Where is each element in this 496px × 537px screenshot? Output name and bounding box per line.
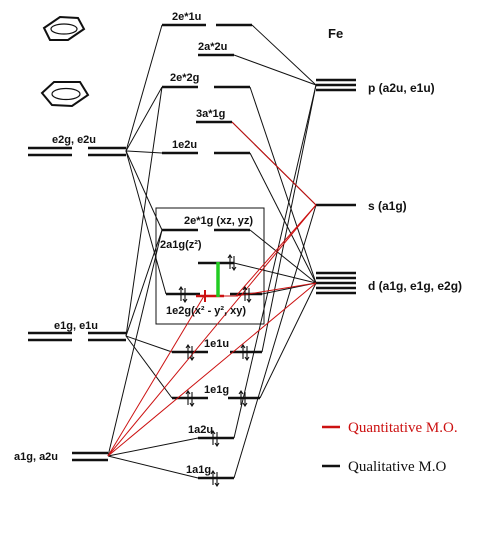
- cyclopentadienyl-ring-icon: [42, 15, 86, 41]
- frontier-orbital-box: [155, 207, 265, 325]
- mo-label-2a1g: 2a1g(z²): [160, 239, 202, 251]
- mo-label-1a2u: 1a2u: [188, 424, 213, 436]
- ligand-a-levels: [72, 451, 108, 462]
- mo-label-1e1g: 1e1g: [204, 384, 229, 396]
- ligand-a-label: a1g, a2u: [14, 451, 58, 463]
- fe-p-levels: [316, 78, 356, 92]
- mo-label-2e1u-star: 2e*1u: [172, 11, 201, 23]
- fe-s-label: s (a1g): [368, 199, 407, 213]
- fe-d-label: d (a1g, e1g, e2g): [368, 279, 462, 293]
- ligand-e1-label: e1g, e1u: [54, 320, 98, 332]
- mo-label-1e2g: 1e2g(x² - y², xy): [166, 305, 246, 317]
- fe-d-levels: [316, 271, 356, 295]
- legend-quantitative-label: Quantitative M.O.: [348, 420, 458, 436]
- correlation-lines: [107, 24, 317, 479]
- mo-label-3a1g-star: 3a*1g: [196, 108, 225, 120]
- ligand-e2-levels: [28, 146, 126, 157]
- mo-label-1e2u: 1e2u: [172, 139, 197, 151]
- mo-label-2e1g-star: 2e*1g (xz, yz): [184, 215, 253, 227]
- ligand-e2-label: e2g, e2u: [52, 134, 96, 146]
- mo-label-1a1g: 1a1g: [186, 464, 211, 476]
- mo-label-2a2u-star: 2a*2u: [198, 41, 227, 53]
- mo-label-1e1u: 1e1u: [204, 338, 229, 350]
- legend: Quantitative M.O. Qualitative M.O: [322, 420, 458, 475]
- ligand-e1-levels: [28, 331, 126, 342]
- mo-label-2e2g-star: 2e*2g: [170, 72, 199, 84]
- legend-qualitative-label: Qualitative M.O: [348, 459, 446, 475]
- mo-levels: [162, 23, 262, 480]
- fe-p-label: p (a2u, e1u): [368, 81, 435, 95]
- metal-label: Fe: [328, 26, 343, 41]
- cyclopentadienyl-ring-icon: [40, 81, 90, 108]
- electron-pairs: [178, 254, 252, 487]
